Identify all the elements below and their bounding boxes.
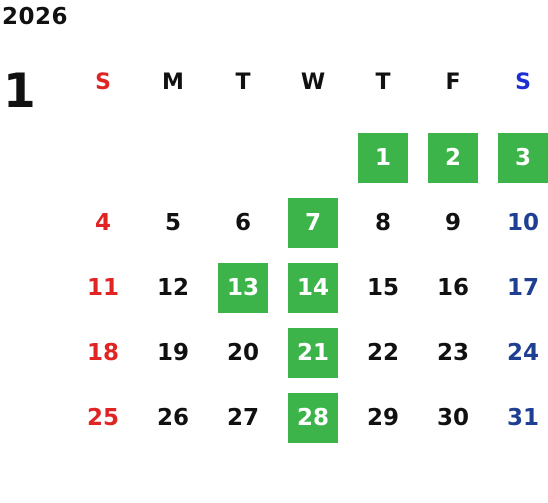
day-cell: 7 [278,190,348,255]
day-number: 10 [506,209,539,236]
day-number: 6 [234,209,251,236]
weekday-wednesday: W [300,69,326,95]
empty-day-cell [138,125,208,190]
day-number: 13 [218,262,268,313]
day-cell: 25 [68,385,138,450]
day-cell: 11 [68,255,138,320]
day-number: 2 [428,132,478,183]
day-number: 9 [444,209,461,236]
day-cell: 8 [348,190,418,255]
weekday-tuesday: T [235,69,251,95]
day-number: 8 [374,209,391,236]
day-number [288,133,338,183]
day-cell: 2 [418,125,488,190]
day-number: 1 [358,132,408,183]
calendar-year: 2026 [2,4,69,30]
day-number [218,133,268,183]
day-cell: 1 [348,125,418,190]
day-cell: 22 [348,320,418,385]
day-number: 5 [164,209,181,236]
day-cell: 5 [138,190,208,255]
day-cell: 31 [488,385,548,450]
day-cell: 10 [488,190,548,255]
day-cell: 12 [138,255,208,320]
day-cell: 29 [348,385,418,450]
day-number: 25 [86,404,119,431]
day-number: 29 [366,404,399,431]
day-number: 26 [156,404,189,431]
day-cell: 19 [138,320,208,385]
day-number: 16 [436,274,469,301]
day-cell: 6 [208,190,278,255]
day-cell: 20 [208,320,278,385]
day-cell: 23 [418,320,488,385]
day-number: 18 [86,339,119,366]
weekday-thursday: T [375,69,391,95]
day-cell: 21 [278,320,348,385]
day-cell: 26 [138,385,208,450]
day-cell: 18 [68,320,138,385]
weekday-sunday: S [95,69,111,95]
day-cell: 28 [278,385,348,450]
day-cell: 15 [348,255,418,320]
day-number: 23 [436,339,469,366]
day-cell: 17 [488,255,548,320]
empty-day-cell [208,125,278,190]
calendar-month: 1 [3,64,36,119]
day-cell: 9 [418,190,488,255]
day-cell: 14 [278,255,348,320]
day-number: 15 [366,274,399,301]
day-cell: 3 [488,125,548,190]
day-number: 14 [288,262,338,313]
weekday-monday: M [162,69,184,95]
weekday-friday: F [445,69,461,95]
day-cell: 13 [208,255,278,320]
day-number: 28 [288,392,338,443]
day-cell: 27 [208,385,278,450]
day-number: 21 [288,327,338,378]
day-cell: 24 [488,320,548,385]
day-number: 11 [86,274,119,301]
day-number: 17 [506,274,539,301]
day-number: 30 [436,404,469,431]
day-number: 3 [498,132,548,183]
day-number [148,133,198,183]
day-number: 7 [288,197,338,248]
day-cell: 4 [68,190,138,255]
day-number: 24 [506,339,539,366]
day-number [78,133,128,183]
weekday-saturday: S [515,69,531,95]
day-number: 4 [94,209,111,236]
empty-day-cell [278,125,348,190]
day-number: 19 [156,339,189,366]
day-number: 12 [156,274,189,301]
day-number: 20 [226,339,259,366]
empty-day-cell [68,125,138,190]
day-cell: 16 [418,255,488,320]
day-number: 27 [226,404,259,431]
day-number: 22 [366,339,399,366]
day-cell: 30 [418,385,488,450]
day-number: 31 [506,404,539,431]
